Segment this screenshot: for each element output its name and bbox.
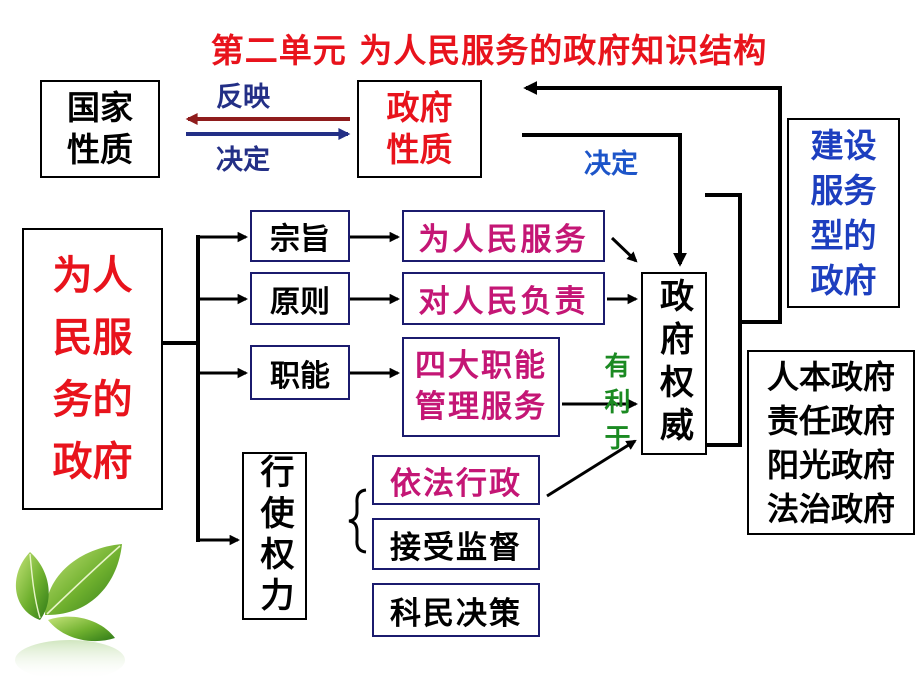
- leaf-vein: [46, 545, 121, 615]
- state-nature-box: 国家 性质: [40, 80, 160, 178]
- power-brace: [348, 488, 367, 554]
- decide-authority-label: 决定: [584, 149, 638, 180]
- functions-box: 四大职能 管理服务: [402, 337, 560, 437]
- principle-box: 原则: [250, 272, 350, 325]
- exercise-power-label: 行使权力: [254, 454, 294, 618]
- people-gov-line: 政府: [52, 439, 133, 485]
- state-nature-line: 国家: [67, 88, 133, 127]
- responsible-label: 对人民负责: [418, 284, 589, 320]
- decide-label: 决定: [216, 145, 270, 176]
- people-gov-line: 民服: [52, 315, 133, 361]
- functions-line: 管理服务: [415, 389, 547, 425]
- decision-box: 科民决策: [372, 583, 540, 637]
- supervision-label: 接受监督: [390, 529, 522, 566]
- people-gov-box: 为人 民服 务的 政府: [22, 228, 163, 510]
- leaf-decoration: [15, 544, 125, 680]
- decision-label: 科民决策: [390, 595, 522, 632]
- service-gov-line: 服务: [810, 171, 877, 210]
- exercise-power-box: 行使权力: [242, 452, 307, 620]
- purpose-box: 宗旨: [250, 210, 350, 262]
- function-box: 职能: [250, 345, 350, 400]
- leaf-vein: [29, 553, 41, 619]
- beneficial-label: 有利于: [600, 352, 630, 460]
- gov-nature-line: 政府: [386, 88, 453, 127]
- gov-type-item: 法治政府: [766, 489, 895, 528]
- leaf-shape: [48, 616, 115, 642]
- authority-label: 政府权威: [653, 277, 694, 450]
- service-gov-line: 型的: [810, 216, 877, 255]
- gov-types-box: 人本政府 责任政府 阳光政府 法治政府: [747, 350, 915, 535]
- leaf-reflection: [15, 640, 125, 680]
- leaf-shape: [15, 552, 49, 620]
- gov-type-item: 人本政府: [766, 357, 895, 396]
- functions-line: 四大职能: [415, 348, 547, 384]
- serve-people-label: 为人民服务: [418, 221, 589, 258]
- gov-type-item: 责任政府: [766, 401, 895, 440]
- function-label: 职能: [270, 358, 330, 394]
- page-title: 第二单元 为人民服务的政府知识结构: [210, 31, 768, 70]
- service-gov-line: 政府: [810, 261, 877, 300]
- rule-by-law-to-authority-arrow: [546, 439, 637, 498]
- gov-nature-line: 性质: [386, 130, 453, 169]
- reflect-label: 反映: [216, 82, 270, 113]
- authority-box: 政府权威: [641, 272, 707, 455]
- gov-type-item: 阳光政府: [766, 445, 895, 484]
- principle-label: 原则: [270, 284, 330, 320]
- purpose-label: 宗旨: [270, 222, 330, 257]
- service-gov-feedback-arrow: [523, 81, 782, 324]
- rule-by-law-box: 依法行政: [372, 455, 540, 505]
- people-gov-line: 务的: [52, 377, 133, 423]
- gov-nature-box: 政府 性质: [357, 80, 482, 178]
- service-gov-box: 建设 服务 型的 政府: [787, 118, 900, 308]
- responsible-box: 对人民负责: [402, 272, 605, 325]
- supervision-box: 接受监督: [372, 518, 540, 570]
- service-gov-line: 建设: [810, 126, 877, 165]
- serve-people-box: 为人民服务: [402, 210, 605, 262]
- serve-to-authority-arrow: [610, 236, 638, 263]
- state-nature-line: 性质: [67, 130, 133, 169]
- people-gov-line: 为人: [52, 253, 133, 299]
- rule-by-law-label: 依法行政: [390, 465, 522, 502]
- authority-bracket: [705, 193, 742, 447]
- gov-nature-to-authority-arrow: [522, 133, 687, 267]
